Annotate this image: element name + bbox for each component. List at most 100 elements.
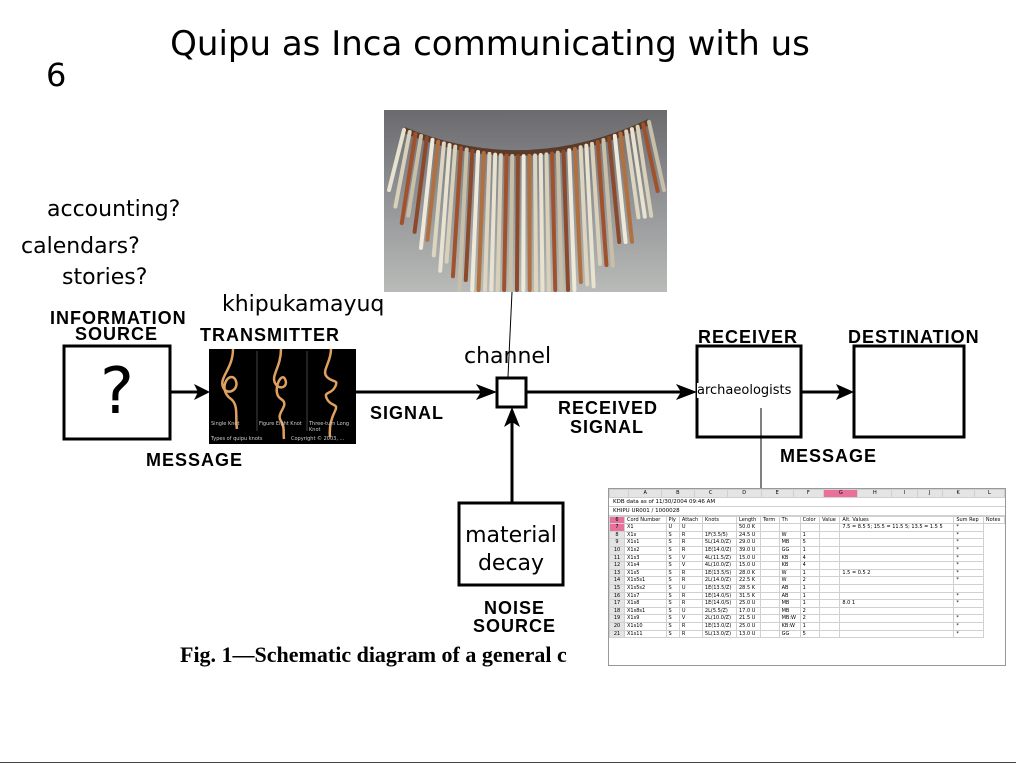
table-cell[interactable]: * bbox=[953, 629, 984, 639]
table-cell[interactable] bbox=[819, 614, 841, 623]
table-cell[interactable]: U bbox=[665, 523, 680, 532]
spreadsheet-header-cell[interactable]: Alt. Values bbox=[839, 515, 955, 525]
table-cell[interactable]: U bbox=[678, 606, 703, 616]
table-cell[interactable] bbox=[819, 621, 841, 631]
table-cell[interactable]: R bbox=[678, 591, 703, 601]
spreadsheet-header-cell[interactable]: Th bbox=[778, 515, 801, 525]
table-cell[interactable]: 1 bbox=[799, 530, 821, 540]
row-number[interactable]: 17 bbox=[609, 599, 625, 608]
spreadsheet-column-header[interactable]: F bbox=[792, 489, 825, 498]
spreadsheet-header-cell[interactable]: Length bbox=[735, 515, 762, 525]
table-cell[interactable] bbox=[819, 553, 841, 563]
spreadsheet-column-header[interactable]: I bbox=[891, 489, 918, 498]
table-cell[interactable] bbox=[760, 591, 780, 601]
table-cell[interactable]: MB:W bbox=[778, 614, 801, 623]
table-cell[interactable]: 1E(14.0/S) bbox=[701, 591, 738, 601]
spreadsheet-header-cell[interactable]: Color bbox=[799, 515, 821, 525]
table-cell[interactable]: MB bbox=[778, 599, 801, 608]
table-cell[interactable]: 50.0 K bbox=[735, 523, 762, 532]
spreadsheet-header-cell[interactable]: Value bbox=[819, 515, 841, 525]
table-cell[interactable] bbox=[760, 599, 780, 608]
row-number[interactable]: 13 bbox=[609, 568, 625, 578]
table-cell[interactable]: S bbox=[665, 614, 680, 623]
spreadsheet-column-header[interactable] bbox=[609, 489, 630, 498]
table-cell[interactable] bbox=[839, 530, 955, 540]
spreadsheet-header-cell[interactable]: Knots bbox=[701, 515, 738, 525]
table-cell[interactable]: X1s8s1 bbox=[624, 606, 667, 616]
table-cell[interactable]: S bbox=[665, 591, 680, 601]
table-cell[interactable] bbox=[839, 538, 955, 547]
table-cell[interactable] bbox=[760, 629, 780, 639]
table-cell[interactable] bbox=[760, 553, 780, 563]
table-cell[interactable]: R bbox=[678, 545, 703, 555]
table-cell[interactable]: MB bbox=[778, 538, 801, 547]
table-cell[interactable]: 13.0 U bbox=[735, 629, 762, 639]
spreadsheet-column-header[interactable]: A bbox=[628, 489, 662, 498]
table-cell[interactable]: X1s8 bbox=[624, 599, 667, 608]
table-cell[interactable]: 5L(13.0/Z) bbox=[701, 629, 738, 639]
table-cell[interactable]: GG bbox=[778, 545, 801, 555]
table-cell[interactable]: * bbox=[953, 545, 984, 555]
table-cell[interactable]: 1E(14.0/S) bbox=[701, 599, 738, 608]
table-cell[interactable]: 2 bbox=[799, 606, 821, 616]
table-cell[interactable]: U bbox=[678, 523, 703, 532]
table-cell[interactable] bbox=[760, 538, 780, 547]
table-cell[interactable]: V bbox=[678, 614, 703, 623]
table-cell[interactable]: * bbox=[953, 561, 984, 570]
table-cell[interactable]: 1E(13.5/S) bbox=[701, 568, 738, 578]
table-cell[interactable]: 1E(14.0/Z) bbox=[701, 545, 738, 555]
table-cell[interactable]: S bbox=[665, 606, 680, 616]
table-cell[interactable]: S bbox=[665, 561, 680, 570]
table-cell[interactable]: * bbox=[953, 530, 984, 540]
table-cell[interactable] bbox=[819, 538, 841, 547]
table-cell[interactable]: 17.0 U bbox=[735, 606, 762, 616]
table-cell[interactable]: 28.0 K bbox=[735, 568, 762, 578]
table-cell[interactable]: KB:W bbox=[778, 621, 801, 631]
spreadsheet-column-header[interactable]: L bbox=[973, 489, 1005, 498]
table-cell[interactable]: 15.0 U bbox=[735, 561, 762, 570]
table-cell[interactable]: 2L(5.5/Z) bbox=[701, 606, 738, 616]
table-cell[interactable]: S bbox=[665, 576, 680, 585]
table-cell[interactable]: * bbox=[953, 568, 984, 578]
table-cell[interactable]: X1s10 bbox=[624, 621, 667, 631]
table-cell[interactable]: W bbox=[778, 576, 801, 585]
table-cell[interactable] bbox=[799, 523, 821, 532]
row-number[interactable]: 11 bbox=[609, 553, 625, 563]
table-cell[interactable]: 25.0 U bbox=[735, 621, 762, 631]
row-number[interactable]: 14 bbox=[609, 576, 625, 585]
table-cell[interactable] bbox=[839, 621, 955, 631]
table-cell[interactable] bbox=[819, 561, 841, 570]
table-cell[interactable]: 1 bbox=[799, 621, 821, 631]
table-cell[interactable]: AB bbox=[778, 583, 801, 593]
table-cell[interactable]: 1 bbox=[799, 583, 821, 593]
spreadsheet-column-header[interactable]: D bbox=[726, 489, 762, 498]
table-cell[interactable] bbox=[760, 561, 780, 570]
table-cell[interactable]: MB bbox=[778, 606, 801, 616]
table-cell[interactable] bbox=[819, 606, 841, 616]
table-cell[interactable] bbox=[701, 523, 738, 532]
table-cell[interactable]: 1 bbox=[799, 568, 821, 578]
table-cell[interactable]: GG bbox=[778, 629, 801, 639]
spreadsheet-header-cell[interactable]: Term bbox=[760, 515, 780, 525]
table-cell[interactable]: X1s3 bbox=[624, 553, 667, 563]
table-cell[interactable]: 4 bbox=[799, 553, 821, 563]
row-number[interactable]: 19 bbox=[609, 614, 625, 623]
table-cell[interactable]: * bbox=[953, 614, 984, 623]
table-cell[interactable] bbox=[839, 629, 955, 639]
table-cell[interactable]: 1 bbox=[799, 591, 821, 601]
table-cell[interactable]: R bbox=[678, 621, 703, 631]
table-cell[interactable]: X1s7 bbox=[624, 591, 667, 601]
table-cell[interactable]: * bbox=[953, 538, 984, 547]
table-cell[interactable] bbox=[839, 545, 955, 555]
table-cell[interactable]: 1E(13.5/Z) bbox=[701, 583, 738, 593]
spreadsheet-column-header[interactable]: G bbox=[823, 489, 859, 498]
table-cell[interactable]: U bbox=[678, 583, 703, 593]
table-cell[interactable]: 5 bbox=[799, 538, 821, 547]
table-cell[interactable]: 29.0 U bbox=[735, 538, 762, 547]
table-cell[interactable] bbox=[819, 545, 841, 555]
row-number[interactable]: 16 bbox=[609, 591, 625, 601]
table-cell[interactable] bbox=[819, 523, 841, 532]
table-cell[interactable]: X1s4 bbox=[624, 561, 667, 570]
table-cell[interactable] bbox=[760, 606, 780, 616]
table-cell[interactable]: S bbox=[665, 583, 680, 593]
